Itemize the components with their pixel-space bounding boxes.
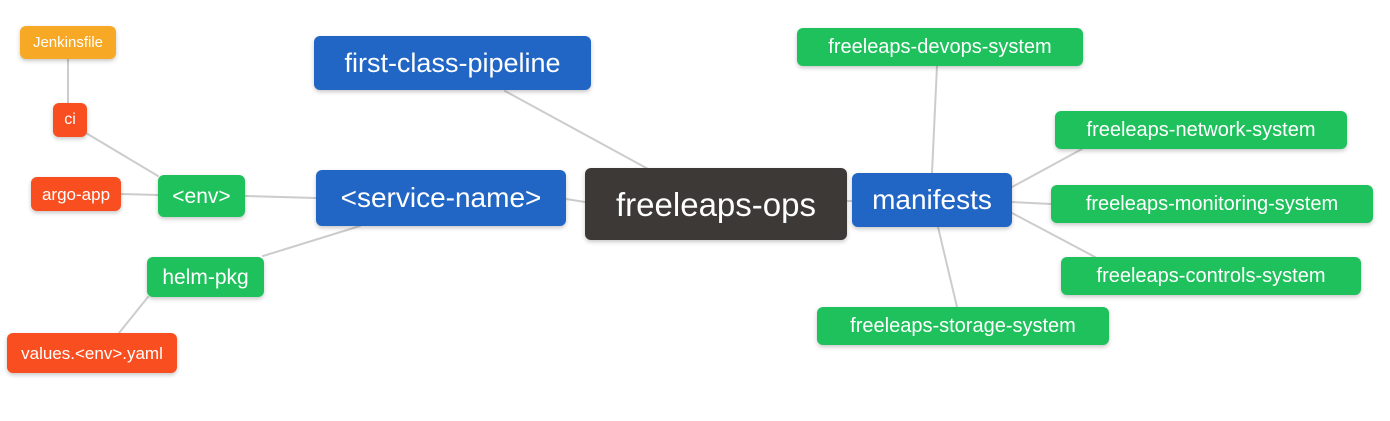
node-freeleaps-ops[interactable]: freeleaps-ops [585, 168, 847, 240]
node-values-env-yaml[interactable]: values.<env>.yaml [7, 333, 177, 373]
edge-helm-pkg-to-values-env-yaml [118, 296, 149, 334]
node-env[interactable]: <env> [158, 175, 245, 217]
node-jenkinsfile[interactable]: Jenkinsfile [20, 26, 116, 59]
edge-manifests-to-freeleaps-devops-system [931, 65, 938, 174]
node-manifests[interactable]: manifests [852, 173, 1012, 227]
edge-manifests-to-freeleaps-network-system [1011, 148, 1083, 188]
edge-env-to-service-name [244, 195, 317, 199]
node-service-name[interactable]: <service-name> [316, 170, 566, 226]
node-freeleaps-storage-system[interactable]: freeleaps-storage-system [817, 307, 1109, 345]
edge-helm-pkg-to-service-name [262, 225, 361, 257]
node-argo-app[interactable]: argo-app [31, 177, 121, 211]
edge-first-class-pipeline-to-freeleaps-ops [504, 90, 651, 171]
edge-argo-app-to-env [120, 193, 159, 196]
edge-manifests-to-freeleaps-monitoring-system [1011, 201, 1052, 205]
edge-ci-to-env [85, 132, 159, 177]
edge-manifests-to-freeleaps-controls-system [1011, 212, 1096, 258]
edge-manifests-to-freeleaps-storage-system [937, 226, 958, 308]
node-freeleaps-network-system[interactable]: freeleaps-network-system [1055, 111, 1347, 149]
node-freeleaps-monitoring-system[interactable]: freeleaps-monitoring-system [1051, 185, 1373, 223]
node-freeleaps-devops-system[interactable]: freeleaps-devops-system [797, 28, 1083, 66]
node-freeleaps-controls-system[interactable]: freeleaps-controls-system [1061, 257, 1361, 295]
node-ci[interactable]: ci [53, 103, 87, 137]
edge-service-name-to-freeleaps-ops [565, 198, 586, 203]
node-first-class-pipeline[interactable]: first-class-pipeline [314, 36, 591, 90]
node-helm-pkg[interactable]: helm-pkg [147, 257, 264, 297]
